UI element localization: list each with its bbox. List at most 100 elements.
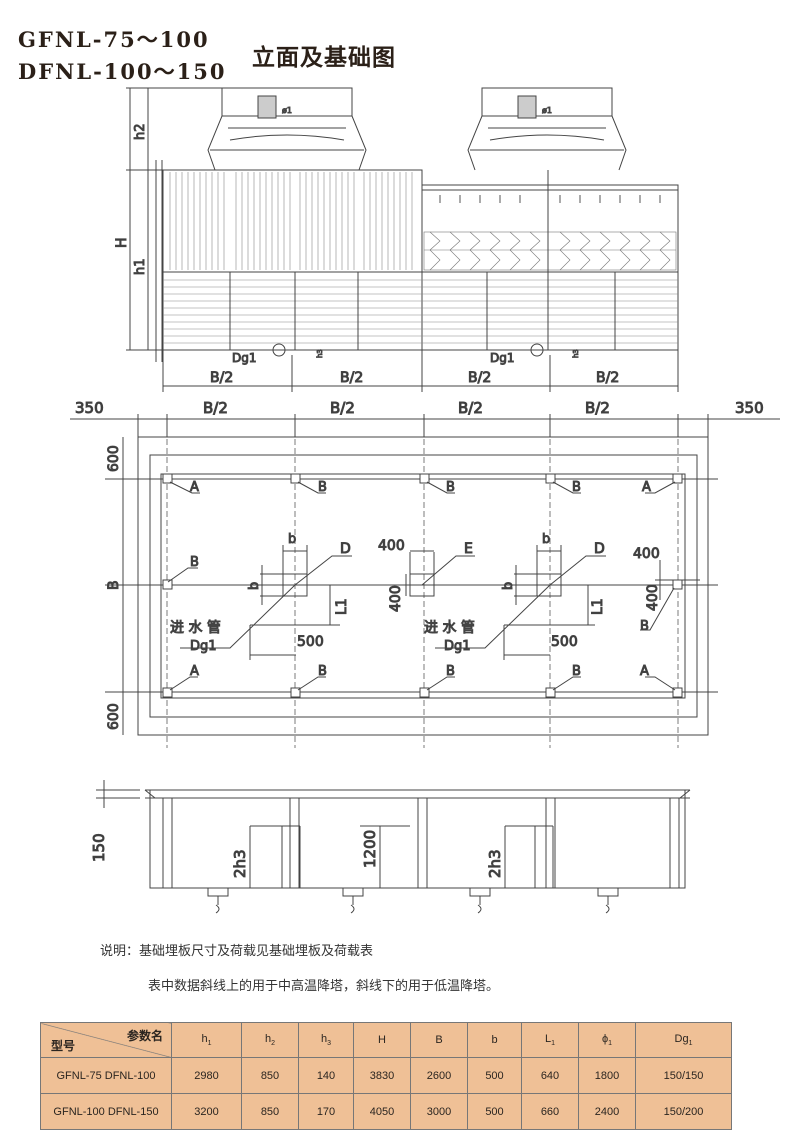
col-header: B xyxy=(410,1022,468,1058)
col-header: Dg1 xyxy=(635,1022,732,1058)
cell: 3000 xyxy=(410,1093,468,1130)
dg1-label: Dg1 xyxy=(190,639,217,654)
sprinklers xyxy=(439,195,661,203)
col-header: L1 xyxy=(521,1022,579,1058)
cell: 500 xyxy=(467,1057,522,1094)
cell: 140 xyxy=(298,1057,354,1094)
col-header: h2 xyxy=(241,1022,299,1058)
model-title-line2: DFNL-100～150 xyxy=(18,59,227,84)
col-header: b xyxy=(467,1022,522,1058)
phi1-label: ø1 xyxy=(282,106,292,115)
hatched-fill xyxy=(423,231,677,271)
note-line1: 说明：基础埋板尺寸及荷载见基础埋板及荷载表 xyxy=(100,943,374,958)
dim-2h3: 2h3 xyxy=(486,849,504,878)
dim-600-bottom: 600 xyxy=(106,703,122,730)
cell: 850 xyxy=(241,1057,299,1094)
dim-L1: L1 xyxy=(334,598,350,615)
note-line2: 表中数据斜线上的用于中高温降塔，斜线下的用于低温降塔。 xyxy=(148,978,500,993)
table-header-row: 参数名 型号 h1 h2 h3 H B b L1 ϕ1 Dg1 xyxy=(40,1022,732,1058)
cell: 850 xyxy=(241,1093,299,1130)
model-cell: GFNL-75 DFNL-100 xyxy=(40,1057,172,1094)
col-header: h3 xyxy=(298,1022,354,1058)
phi1-label: ø1 xyxy=(542,106,552,115)
cell: 2600 xyxy=(410,1057,468,1094)
cell: 2980 xyxy=(171,1057,242,1094)
dim-400: 400 xyxy=(633,546,660,562)
pit-b-label: b xyxy=(542,532,550,547)
dim-b2: B/2 xyxy=(330,399,355,417)
pit-D-label: D xyxy=(340,541,351,557)
table-row: GFNL-75 DFNL-100 2980 850 140 3830 2600 … xyxy=(40,1057,732,1094)
h3-label: h3 xyxy=(316,349,324,358)
dim-400: 400 xyxy=(378,538,405,554)
marker-B: B xyxy=(572,664,581,679)
fan-hood-left xyxy=(207,87,367,171)
dim-1200: 1200 xyxy=(361,830,379,868)
pit-b-label: b xyxy=(501,582,516,590)
marker-B: B xyxy=(446,480,455,495)
table-row: GFNL-100 DFNL-150 3200 850 170 4050 3000… xyxy=(40,1093,732,1130)
technical-drawing: ø1 ø1 h2 H h1 Dg1 Dg1 h3 h3 B/2 xyxy=(70,87,780,914)
cell: 500 xyxy=(467,1093,522,1130)
marker-A: A xyxy=(642,480,651,495)
dim-500: 500 xyxy=(297,634,324,650)
col-header: H xyxy=(353,1022,411,1058)
cell: 660 xyxy=(521,1093,579,1130)
param-name-label: 参数名 xyxy=(126,1029,163,1043)
dim-B: B xyxy=(106,580,122,590)
model-cell: GFNL-100 DFNL-150 xyxy=(40,1093,172,1130)
cell: 1800 xyxy=(578,1057,636,1094)
dg1-label: Dg1 xyxy=(490,351,515,365)
pit-b-label: b xyxy=(288,532,296,547)
dim-350-right: 350 xyxy=(735,399,764,417)
section-view: 150 2h3 1200 2h3 xyxy=(90,780,691,914)
dg1-label: Dg1 xyxy=(232,351,257,365)
dim-b2: B/2 xyxy=(596,370,619,386)
marker-A: A xyxy=(640,664,649,679)
pit-E-label: E xyxy=(464,541,473,557)
marker-A: A xyxy=(190,480,199,495)
marker-B: B xyxy=(572,480,581,495)
model-title-line1: GFNL-75～100 xyxy=(18,27,210,52)
drawing-title: 立面及基础图 xyxy=(252,44,396,71)
dim-b2: B/2 xyxy=(585,399,610,417)
fan-hood-right xyxy=(467,87,627,171)
casing-right xyxy=(421,184,679,351)
dim-500: 500 xyxy=(551,634,578,650)
dim-b2: B/2 xyxy=(210,370,233,386)
H-label: H xyxy=(114,237,130,248)
col-header: h1 xyxy=(171,1022,242,1058)
cell: 3200 xyxy=(171,1093,242,1130)
casing-left xyxy=(162,169,423,351)
dim-400: 400 xyxy=(645,584,661,611)
inlet-pipe-label: 进 水 管 xyxy=(170,620,221,636)
dim-2h3: 2h3 xyxy=(231,849,249,878)
louvers xyxy=(163,279,678,344)
dim-b2: B/2 xyxy=(468,370,491,386)
inlet-circle-right xyxy=(530,343,544,357)
dim-400: 400 xyxy=(388,585,404,612)
cell: 4050 xyxy=(353,1093,411,1130)
dim-350-left: 350 xyxy=(75,399,104,417)
side-pipe xyxy=(155,160,163,362)
marker-B: B xyxy=(318,480,327,495)
marker-A: A xyxy=(190,664,199,679)
marker-B-mid-right: B xyxy=(640,619,649,634)
marker-B-mid-left: B xyxy=(190,555,199,570)
cell: 3830 xyxy=(353,1057,411,1094)
pit-D-label: D xyxy=(594,541,605,557)
h2-label: h2 xyxy=(133,123,148,140)
dim-b2: B/2 xyxy=(340,370,363,386)
pit-b-label: b xyxy=(247,582,262,590)
elevation-view: ø1 ø1 h2 H h1 Dg1 Dg1 h3 h3 B/2 xyxy=(114,87,679,392)
cell: 2400 xyxy=(578,1093,636,1130)
cell: 640 xyxy=(521,1057,579,1094)
fill-left xyxy=(169,172,413,270)
inlet-circle-left xyxy=(272,343,286,357)
dim-L1: L1 xyxy=(590,598,606,615)
marker-B: B xyxy=(318,664,327,679)
dim-150: 150 xyxy=(90,833,108,862)
marker-B: B xyxy=(446,664,455,679)
h3-label: h3 xyxy=(572,349,580,358)
col-header: ϕ1 xyxy=(578,1022,636,1058)
